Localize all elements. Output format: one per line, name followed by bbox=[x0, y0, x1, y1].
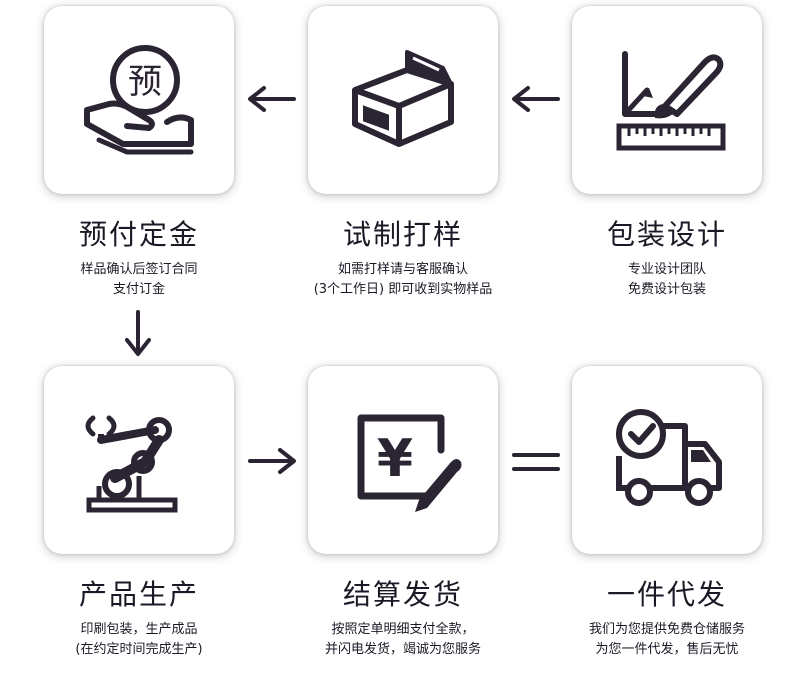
step-desc-line: 我们为您提供免费仓储服务 bbox=[588, 622, 745, 637]
step-desc-line: 支付订金 bbox=[112, 282, 165, 297]
step-title: 预付定金 bbox=[78, 218, 199, 251]
step-desc-line: 印刷包装，生产成品 bbox=[80, 622, 198, 637]
yuan-glyph: ¥ bbox=[377, 429, 413, 489]
step-desc-line: (在约定时间完成生产) bbox=[75, 642, 203, 657]
step-title: 结算发货 bbox=[342, 578, 463, 611]
step-desc-line: 专业设计团队 bbox=[627, 262, 706, 277]
step-title: 产品生产 bbox=[78, 578, 199, 611]
step-desc-line: 样品确认后签订合同 bbox=[80, 262, 198, 277]
step-desc-line: 按照定单明细支付全款， bbox=[331, 622, 475, 637]
deposit-hand-icon: 预 bbox=[84, 45, 194, 155]
yuan-payment-icon: ¥ bbox=[357, 414, 462, 512]
step-title: 一件代发 bbox=[606, 578, 727, 611]
arrow-left-2 bbox=[508, 84, 564, 114]
step-card-dropship bbox=[572, 366, 762, 554]
step-card-design bbox=[572, 6, 762, 194]
delivery-truck-icon bbox=[616, 409, 722, 506]
step-card-production bbox=[44, 366, 234, 554]
arrow-down bbox=[123, 308, 153, 360]
deposit-glyph: 预 bbox=[128, 62, 162, 102]
step-card-settlement: ¥ bbox=[308, 366, 498, 554]
step-desc-line: 为您一件代发，售后无忧 bbox=[595, 642, 739, 657]
step-desc-line: 并闪电发货，竭诚为您服务 bbox=[324, 642, 481, 657]
step-card-sample bbox=[308, 6, 498, 194]
robot-arm-icon bbox=[85, 415, 178, 513]
step-desc-line: (3个工作日) 即可收到实物样品 bbox=[313, 282, 493, 297]
step-card-deposit: 预 bbox=[44, 6, 234, 194]
sample-box-icon bbox=[352, 50, 454, 147]
step-title: 试制打样 bbox=[342, 218, 463, 251]
step-title: 包装设计 bbox=[606, 218, 727, 251]
arrow-right bbox=[244, 446, 300, 476]
arrow-left-1 bbox=[244, 84, 300, 114]
step-desc-line: 免费设计包装 bbox=[627, 282, 706, 297]
step-desc-line: 如需打样请与客服确认 bbox=[337, 262, 468, 277]
equals-sign bbox=[510, 446, 562, 476]
design-ruler-brush-icon bbox=[616, 51, 726, 151]
